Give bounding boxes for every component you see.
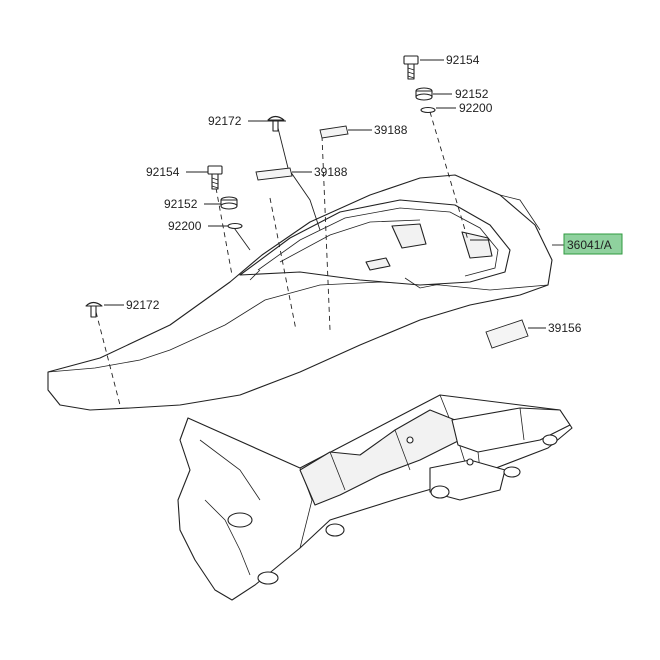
collar-top-icon <box>415 87 433 101</box>
washer-top-icon <box>420 106 436 114</box>
label-upper-icon <box>319 125 349 139</box>
rear-frame <box>177 394 573 601</box>
callout-main-cover: 36041/A <box>567 238 612 252</box>
bolt-top-icon <box>403 55 419 80</box>
callout-bolt-left: 92154 <box>146 165 180 179</box>
washer-left-icon <box>227 222 243 230</box>
callout-collar-top: 92152 <box>455 87 489 101</box>
bolt-left-icon <box>207 165 223 190</box>
label-middle-icon <box>255 167 293 181</box>
callout-label-upper: 39188 <box>374 123 408 137</box>
callout-labels: 92154 92152 92200 92172 39188 39188 9215… <box>126 53 612 335</box>
callout-screw-upper: 92172 <box>208 114 242 128</box>
callout-label-middle: 39188 <box>314 165 348 179</box>
callout-collar-left: 92152 <box>164 197 198 211</box>
main-cover-highlight <box>563 233 623 255</box>
label-lower-icon <box>485 319 529 349</box>
callout-washer-top: 92200 <box>459 101 493 115</box>
screw-lower-icon <box>85 301 103 318</box>
screw-upper-icon <box>267 115 285 132</box>
callout-screw-lower: 92172 <box>126 298 160 312</box>
callout-bolt-top: 92154 <box>446 53 480 67</box>
seat-cowl <box>47 174 553 411</box>
callout-washer-left: 92200 <box>168 219 202 233</box>
assembly-lines <box>95 111 469 406</box>
leader-lines <box>104 59 568 329</box>
collar-left-icon <box>220 196 238 210</box>
callout-label-lower: 39156 <box>548 321 582 335</box>
